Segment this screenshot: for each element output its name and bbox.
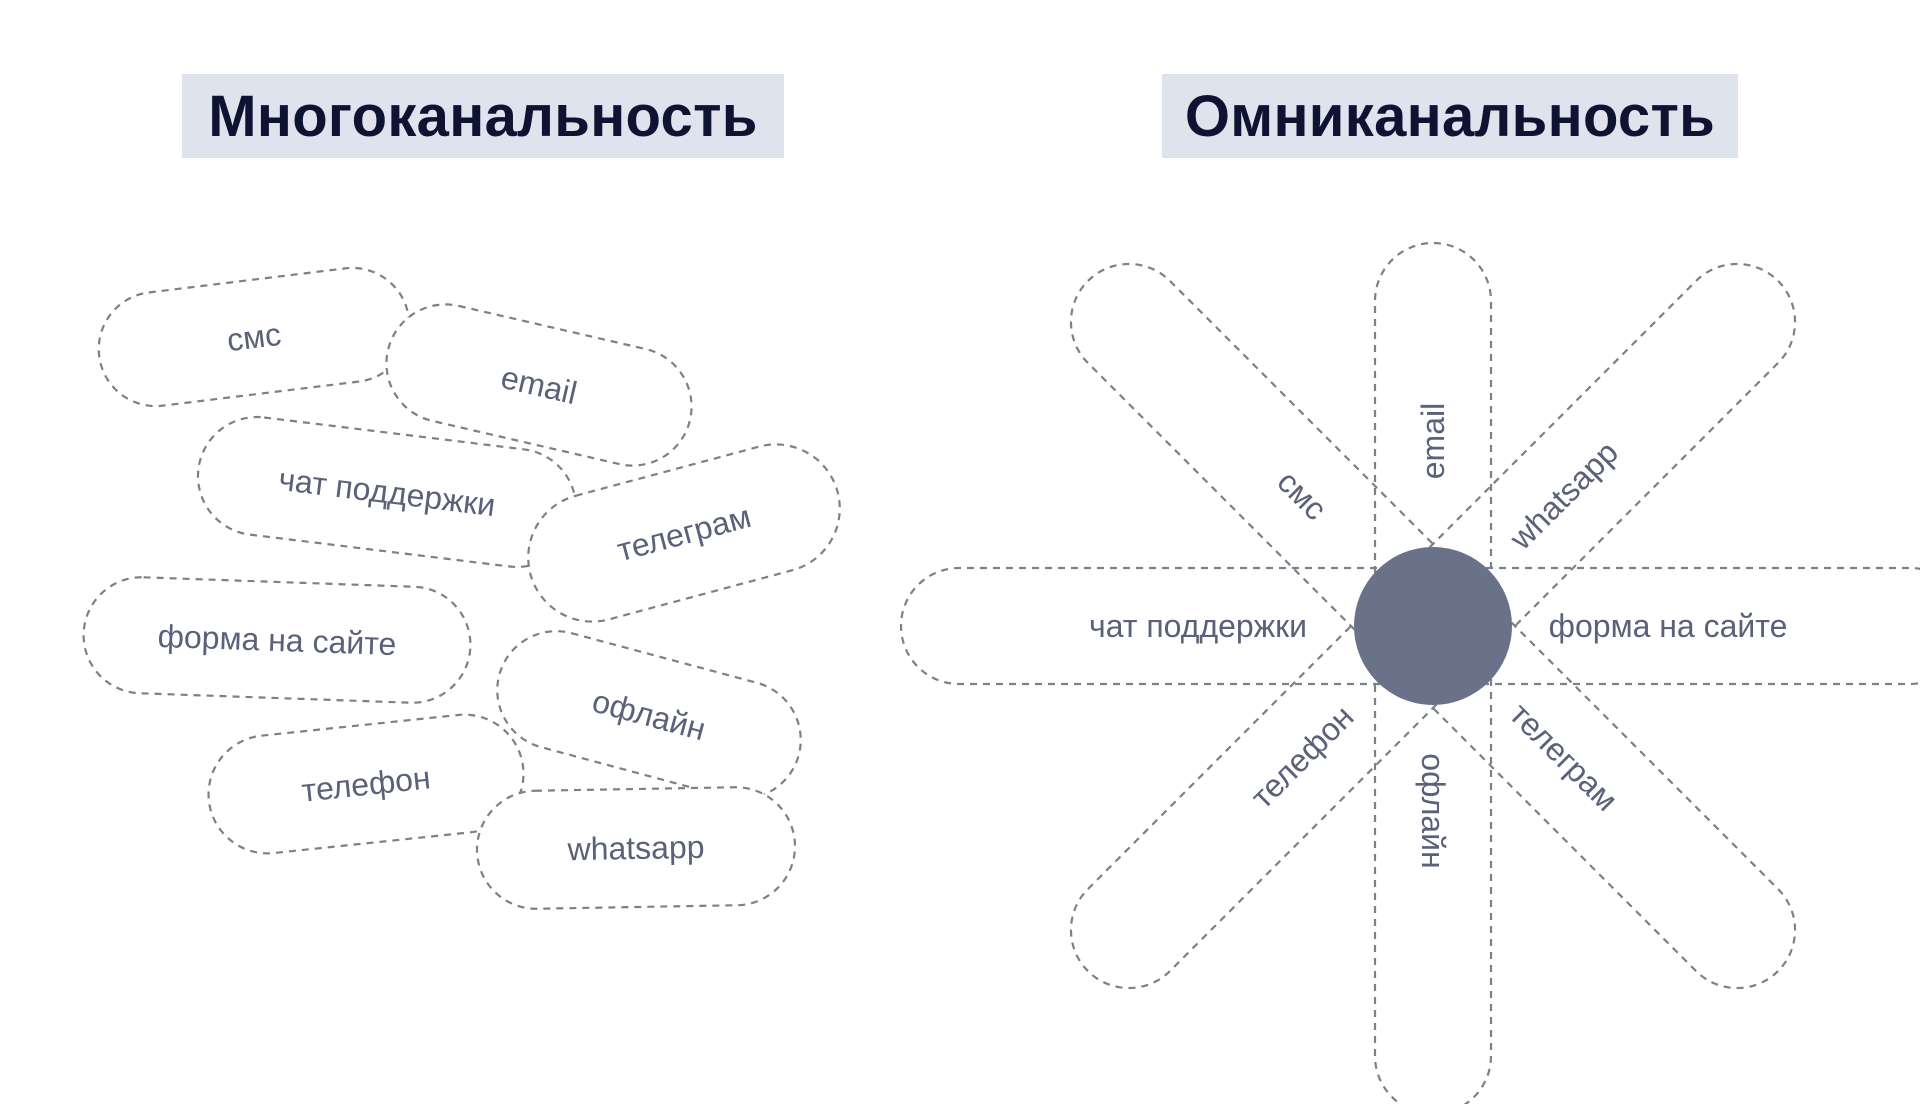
multi-pill-outline-telegram bbox=[527, 443, 841, 623]
multi-channel-offline: офлайн bbox=[496, 630, 802, 800]
multi-pill-fill-phone bbox=[208, 714, 524, 854]
multichannel-title: Многоканальность bbox=[208, 83, 758, 149]
multi-channel-email: email bbox=[385, 303, 693, 467]
multi-channel-telegram: телеграм bbox=[527, 443, 841, 623]
omni-label-support-chat: чат поддержки bbox=[1089, 608, 1307, 644]
multi-pill-fill-sms bbox=[98, 267, 410, 407]
omni-label-telegram: телеграм bbox=[1503, 696, 1625, 818]
omni-channel-support-chat: чат поддержки bbox=[899, 566, 1453, 686]
multichannel-title-box: Многоканальность bbox=[182, 74, 784, 158]
multi-pill-outline-email bbox=[385, 303, 693, 467]
omni-petal-whatsapp bbox=[1402, 262, 1797, 657]
multi-pill-outline-whatsapp bbox=[475, 786, 797, 910]
multi-channel-whatsapp: whatsapp bbox=[475, 786, 797, 910]
multi-pill-fill-whatsapp bbox=[477, 787, 795, 909]
omni-petal-support-chat bbox=[899, 566, 1453, 686]
multi-channel-sms: смс bbox=[97, 266, 411, 408]
omni-label-sms: смс bbox=[1270, 463, 1334, 527]
omni-petal-sms bbox=[1069, 262, 1464, 657]
multi-pill-outline-phone bbox=[207, 713, 525, 855]
multi-channel-phone: телефон bbox=[207, 713, 525, 855]
omni-label-email: email bbox=[1415, 403, 1451, 479]
omni-label-site-form: форма на сайте bbox=[1549, 608, 1788, 644]
multi-pill-fill-offline bbox=[497, 631, 801, 799]
multi-label-whatsapp: whatsapp bbox=[566, 829, 705, 867]
omni-channel-email: email bbox=[1373, 241, 1493, 646]
multi-channel-support-chat: чат поддержки bbox=[196, 415, 578, 569]
omni-petal-offline bbox=[1373, 606, 1493, 1104]
omnichannel-title-box: Омниканальность bbox=[1162, 74, 1738, 158]
omni-channel-site-form: форма на сайте bbox=[1413, 566, 1920, 686]
omnichannel-hub bbox=[1354, 547, 1512, 705]
multi-pill-fill-site-form bbox=[83, 577, 471, 703]
multi-pill-fill-email bbox=[386, 304, 692, 466]
multi-label-sms: смс bbox=[225, 316, 283, 358]
omni-petal-telegram bbox=[1402, 595, 1797, 990]
multi-pill-outline-offline bbox=[496, 630, 802, 800]
multi-label-site-form: форма на сайте bbox=[157, 618, 397, 662]
omni-label-offline: офлайн bbox=[1415, 753, 1451, 868]
multi-channel-site-form: форма на сайте bbox=[82, 576, 472, 704]
multi-pill-outline-site-form bbox=[82, 576, 472, 704]
omni-channel-offline: офлайн bbox=[1373, 606, 1493, 1104]
omnichannel-group: email whatsapp форма на сайте телеграм офлай… bbox=[899, 241, 1920, 1104]
omnichannel-title: Омниканальность bbox=[1184, 83, 1716, 149]
omni-label-whatsapp: whatsapp bbox=[1502, 434, 1625, 557]
multi-pill-fill-support-chat bbox=[197, 417, 577, 567]
